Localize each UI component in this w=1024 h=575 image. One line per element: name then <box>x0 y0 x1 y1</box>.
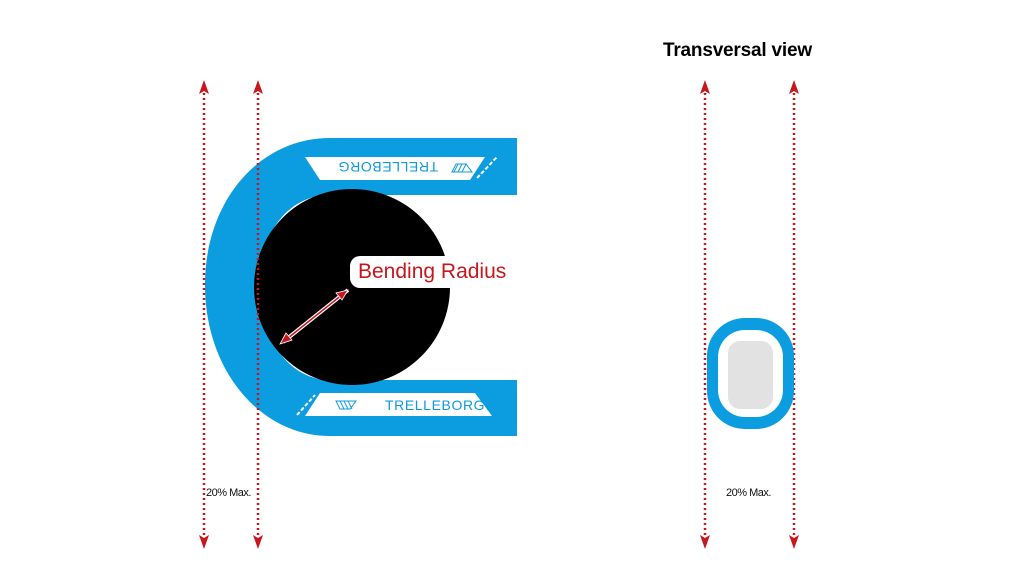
trelleborg-logo-icon-top <box>451 163 473 173</box>
bending-radius-label: Bending Radius <box>350 256 515 288</box>
bending-radius-arrow <box>279 288 350 345</box>
brand-strip-top <box>305 157 485 180</box>
side-max-label: 20% Max. <box>206 487 251 499</box>
transversal-max-label: 20% Max. <box>726 487 771 499</box>
brand-text-bottom: TRELLEBORG <box>385 397 486 413</box>
bent-hose-side-view <box>205 138 517 436</box>
hose-cross-section <box>707 318 794 429</box>
brand-strip-bottom <box>305 393 492 416</box>
brand-text-top: TRELLEBORG <box>338 159 439 175</box>
side-dimension-lines <box>202 88 796 540</box>
dimension-arrowheads <box>199 80 799 549</box>
bend-core-circle <box>254 189 450 385</box>
trelleborg-logo-icon-bottom <box>335 400 357 410</box>
transversal-view-title: Transversal view <box>663 40 812 61</box>
